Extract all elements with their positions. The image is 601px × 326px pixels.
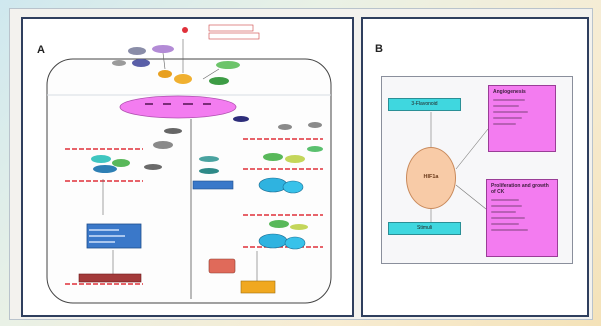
panel-b-label: B (375, 43, 383, 55)
cyan-cluster (258, 233, 288, 249)
angiogenesis-heading: Angiogenesis (493, 89, 526, 95)
cyan-cluster (258, 177, 288, 193)
receptor-node (152, 45, 174, 53)
stimuli-node: Stimuli (388, 222, 461, 235)
legend-dot (182, 27, 188, 33)
receptor-node (174, 74, 192, 84)
protein-node (144, 164, 162, 170)
cyan-cluster (282, 180, 304, 194)
protein-node (285, 155, 305, 163)
legend-box-1 (208, 24, 254, 32)
protein-node (93, 165, 117, 173)
angiogenesis-box: Angiogenesis (488, 85, 556, 152)
hif-connector-lines (430, 112, 489, 222)
receptor-node (158, 70, 172, 78)
hif1a-node: HIF1a (406, 147, 456, 209)
protein-node (153, 141, 173, 149)
protein-node (290, 224, 308, 230)
panel-b: B 3-Flavonoid HIF1a Stimuli Angiogenesis… (361, 17, 589, 317)
protein-node (233, 116, 249, 122)
panel-a: A (21, 17, 354, 317)
protein-node (278, 124, 292, 130)
receptor-node (209, 77, 229, 85)
receptor-node (128, 47, 146, 55)
receptor-node (132, 59, 150, 67)
protein-node (307, 146, 323, 152)
protein-node (164, 128, 182, 134)
receptor-node (216, 61, 240, 69)
proliferation-heading: Proliferation and growth of CK (491, 183, 549, 195)
red-output-box (78, 273, 142, 283)
blue-box-center (192, 180, 234, 190)
receptor-node (112, 60, 126, 66)
protein-node (308, 122, 322, 128)
protein-node (91, 155, 111, 163)
protein-node (199, 168, 219, 174)
proliferation-box: Proliferation and growth of CK (486, 179, 558, 257)
hif1a-label: HIF1a (423, 174, 439, 180)
orange-output-box (240, 280, 276, 294)
protein-node (112, 159, 130, 167)
signaling-pathway-diagram (46, 24, 332, 304)
legend-box-2 (208, 32, 260, 40)
protein-node (263, 153, 283, 161)
nucleus-ellipse (119, 95, 237, 119)
panel-a-label: A (37, 44, 45, 56)
protein-node (269, 220, 289, 228)
flavonoid-node: 3-Flavonoid (388, 98, 461, 111)
protein-node (199, 156, 219, 162)
red-cylinder (208, 258, 236, 274)
cyan-cluster (284, 236, 306, 250)
